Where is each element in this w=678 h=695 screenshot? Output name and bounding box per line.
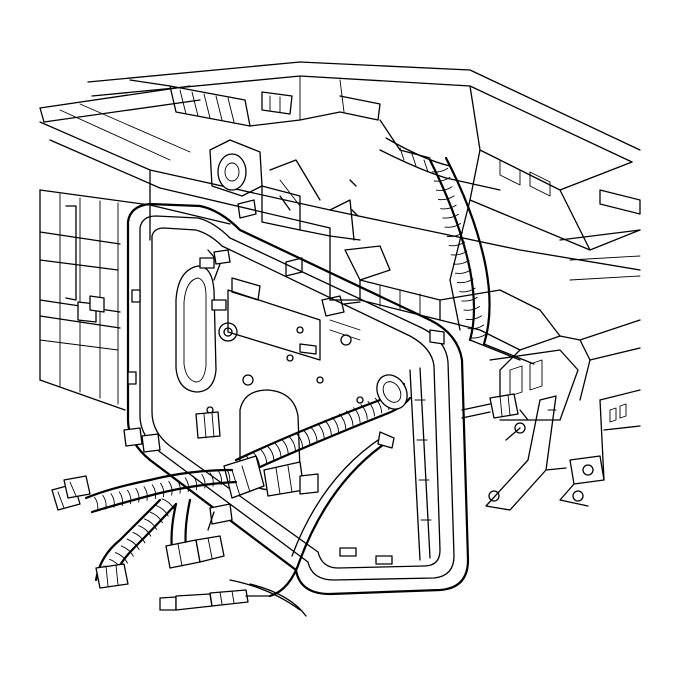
instrument-panel-structure-icon — [149, 139, 641, 507]
window-regulator-icon — [159, 431, 395, 617]
wiring-harness-icon — [234, 137, 535, 478]
cowl-panel-icon — [39, 61, 641, 271]
harness-connector-icon — [51, 411, 319, 589]
hvac-module-icon — [39, 189, 151, 411]
door-inner-panel-icon — [126, 202, 470, 596]
door-lock-rod-icon — [207, 179, 361, 317]
door-hinge-icon — [485, 395, 567, 511]
